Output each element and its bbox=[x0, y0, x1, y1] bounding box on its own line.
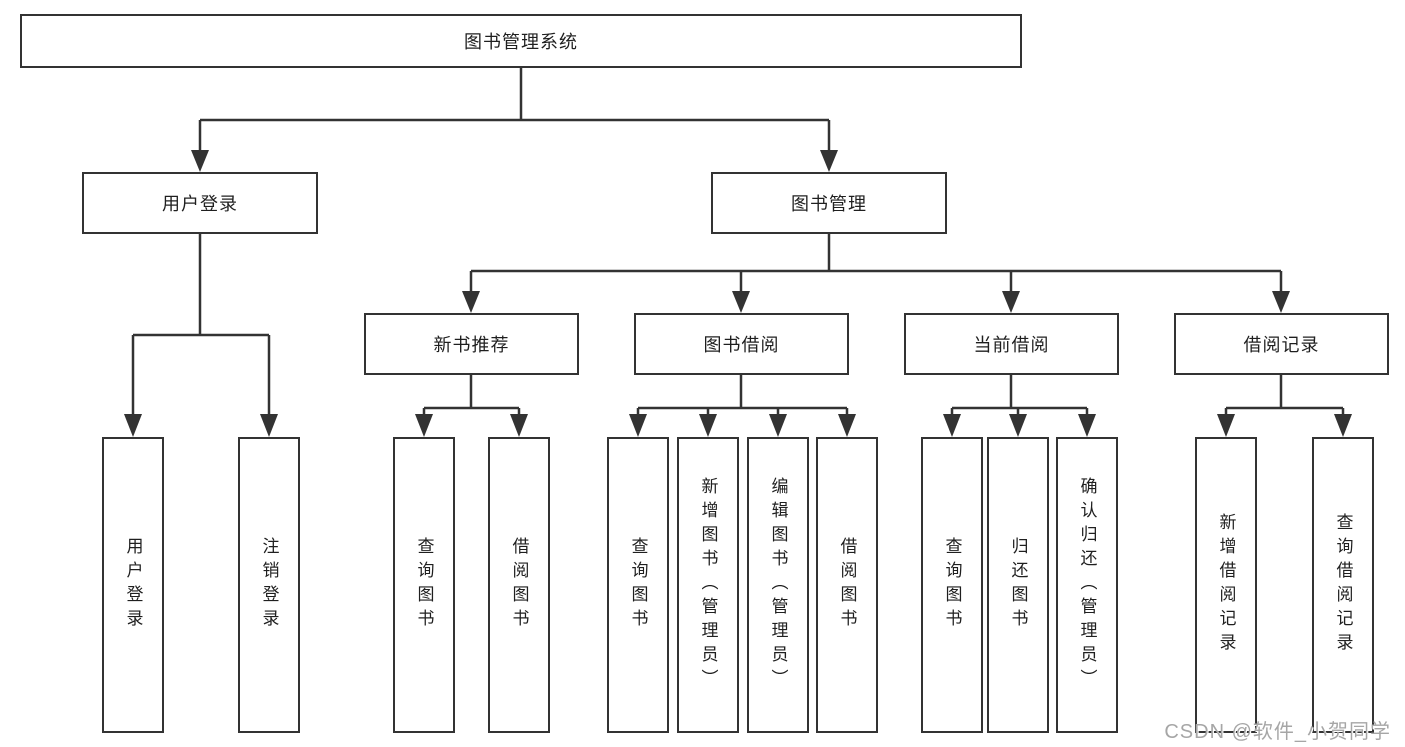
leaf-user-login: 用户登录 bbox=[102, 437, 164, 733]
leaf-borrow-book-1: 借阅图书 bbox=[488, 437, 550, 733]
node-book-borrow: 图书借阅 bbox=[634, 313, 849, 375]
node-book-management: 图书管理 bbox=[711, 172, 947, 234]
node-user-login: 用户登录 bbox=[82, 172, 318, 234]
leaf-add-borrow-record-label: 新增借阅记录 bbox=[1216, 513, 1236, 657]
leaf-query-borrow-record-label: 查询借阅记录 bbox=[1333, 513, 1353, 657]
leaf-borrow-book-2: 借阅图书 bbox=[816, 437, 878, 733]
node-new-book-recommend: 新书推荐 bbox=[364, 313, 579, 375]
leaf-logout-label: 注销登录 bbox=[259, 537, 279, 633]
leaf-query-borrow-record: 查询借阅记录 bbox=[1312, 437, 1374, 733]
leaf-query-book-2-label: 查询图书 bbox=[628, 537, 648, 633]
node-root: 图书管理系统 bbox=[20, 14, 1022, 68]
leaf-borrow-book-2-label: 借阅图书 bbox=[837, 537, 857, 633]
leaf-add-book-admin-label: 新增图书（管理员） bbox=[698, 477, 718, 693]
node-current-borrow: 当前借阅 bbox=[904, 313, 1119, 375]
leaf-add-book-admin: 新增图书（管理员） bbox=[677, 437, 739, 733]
leaf-query-book-1: 查询图书 bbox=[393, 437, 455, 733]
node-borrow-record: 借阅记录 bbox=[1174, 313, 1389, 375]
leaf-return-book-label: 归还图书 bbox=[1008, 537, 1028, 633]
leaf-logout: 注销登录 bbox=[238, 437, 300, 733]
leaf-query-book-3-label: 查询图书 bbox=[942, 537, 962, 633]
leaf-query-book-3: 查询图书 bbox=[921, 437, 983, 733]
leaf-confirm-return-admin: 确认归还（管理员） bbox=[1056, 437, 1118, 733]
node-book-management-label: 图书管理 bbox=[791, 194, 867, 214]
leaf-query-book-1-label: 查询图书 bbox=[414, 537, 434, 633]
leaf-edit-book-admin-label: 编辑图书（管理员） bbox=[768, 477, 788, 693]
node-root-label: 图书管理系统 bbox=[464, 32, 578, 52]
leaf-user-login-label: 用户登录 bbox=[123, 537, 143, 633]
node-user-login-label: 用户登录 bbox=[162, 194, 238, 214]
node-book-borrow-label: 图书借阅 bbox=[703, 335, 780, 355]
leaf-confirm-return-admin-label: 确认归还（管理员） bbox=[1077, 477, 1097, 693]
leaf-borrow-book-1-label: 借阅图书 bbox=[509, 537, 529, 633]
leaf-query-book-2: 查询图书 bbox=[607, 437, 669, 733]
node-new-book-recommend-label: 新书推荐 bbox=[433, 335, 510, 355]
csdn-watermark: CSDN @软件_小贺同学 bbox=[1164, 721, 1391, 743]
leaf-edit-book-admin: 编辑图书（管理员） bbox=[747, 437, 809, 733]
leaf-return-book: 归还图书 bbox=[987, 437, 1049, 733]
node-borrow-record-label: 借阅记录 bbox=[1243, 335, 1320, 355]
leaf-add-borrow-record: 新增借阅记录 bbox=[1195, 437, 1257, 733]
node-current-borrow-label: 当前借阅 bbox=[973, 335, 1050, 355]
